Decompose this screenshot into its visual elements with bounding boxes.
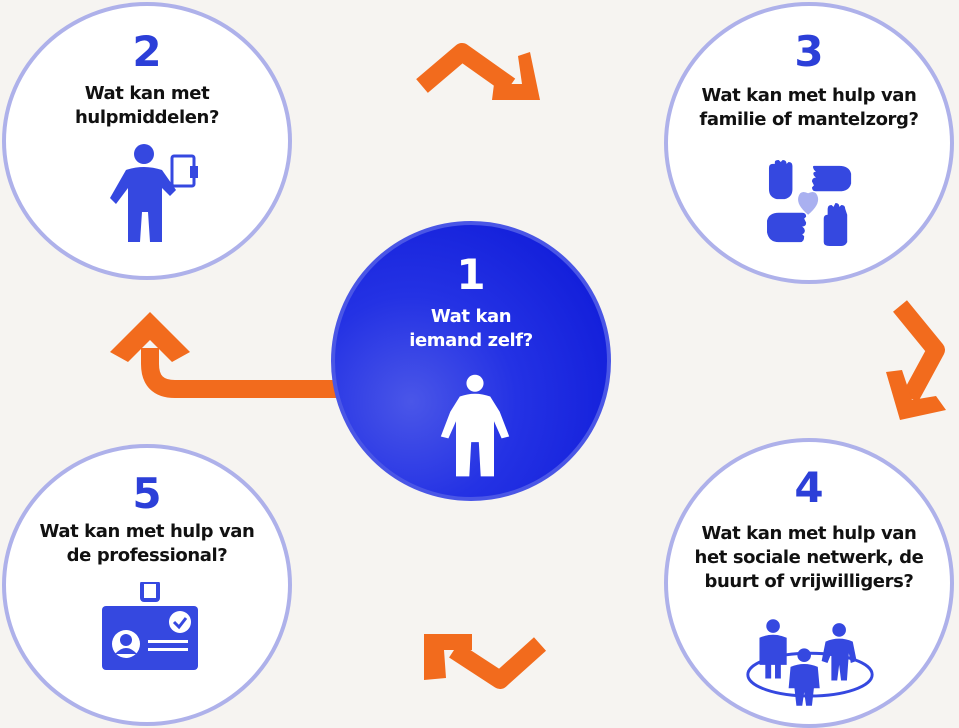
person-with-tablet-icon xyxy=(110,144,198,242)
hands-heart-icon xyxy=(767,160,852,247)
step-3-number: 3 xyxy=(794,27,824,76)
person-icon xyxy=(440,374,510,477)
step-5-question: Wat kan met hulp van de professional? xyxy=(39,521,255,566)
step-1-question: Wat kan iemand zelf? xyxy=(409,306,533,351)
step-5-circle: 5 Wat kan met hulp van de professional? xyxy=(2,444,292,726)
step-1-circle: 1 Wat kan iemand zelf? xyxy=(331,221,611,501)
step-1-number: 1 xyxy=(456,250,486,299)
step-4-circle: 4 Wat kan met hulp van het sociale netwe… xyxy=(664,438,954,728)
step-3-question: Wat kan met hulp van familie of mantelzo… xyxy=(699,85,919,130)
id-badge-icon xyxy=(102,582,198,670)
step-3-circle: 3 Wat kan met hulp van familie of mantel… xyxy=(664,2,954,284)
step-5-number: 5 xyxy=(132,469,162,518)
community-icon xyxy=(746,619,874,706)
step-4-number: 4 xyxy=(794,463,824,512)
step-2-circle: 2 Wat kan met hulpmiddelen? xyxy=(2,2,292,280)
step-2-number: 2 xyxy=(132,27,162,76)
step-2-question: Wat kan met hulpmiddelen? xyxy=(74,83,220,128)
step-4-question: Wat kan met hulp van het sociale netwerk… xyxy=(694,523,924,592)
